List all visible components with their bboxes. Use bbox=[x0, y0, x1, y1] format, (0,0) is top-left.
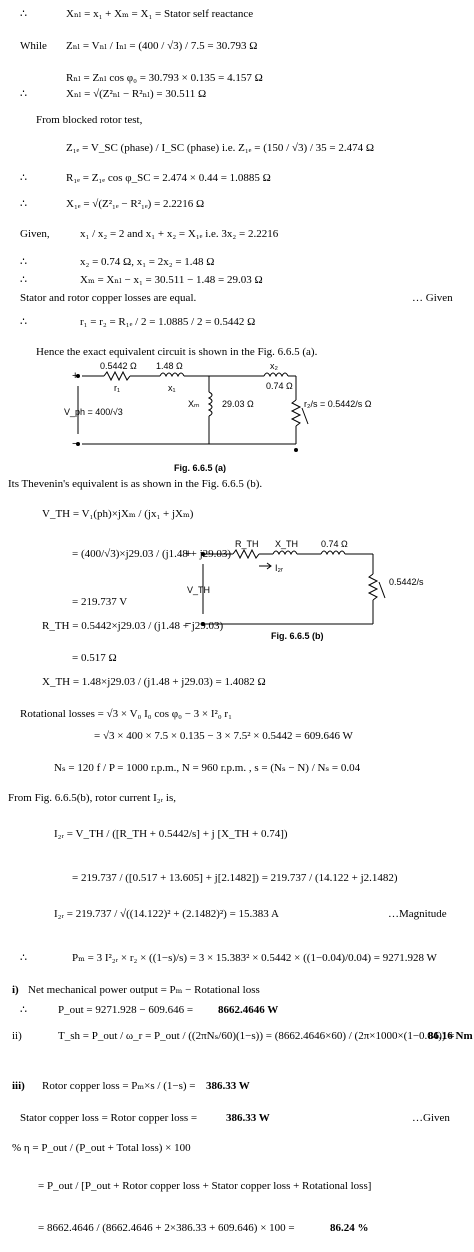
text-line: …Given bbox=[412, 1112, 450, 1124]
text-line: Stator and rotor copper losses are equal… bbox=[20, 292, 197, 304]
text-line: T_sh = P_out / ω_r = P_out / ((2πNₛ/60)(… bbox=[58, 1030, 455, 1042]
text-line: ∴ bbox=[20, 172, 27, 184]
fig-b-vth-label: V_TH bbox=[187, 585, 211, 595]
text-line: P_out = 9271.928 − 609.646 = bbox=[58, 1004, 194, 1016]
fig-b-plus-terminal: + bbox=[185, 548, 192, 560]
text-line: r₁ = r₂ = R₁ₑ / 2 = 1.0885 / 2 = 0.5442 … bbox=[80, 316, 256, 328]
text-line: Net mechanical power output = Pₘ − Rotat… bbox=[28, 984, 260, 996]
text-line: Xₙₗ = √(Z²ₙₗ − R²ₙₗ) = 30.511 Ω bbox=[66, 88, 207, 100]
fig-a-load-label: r₂/s = 0.5442/s Ω bbox=[304, 399, 372, 409]
text-line: = √3 × 400 × 7.5 × 0.135 − 3 × 7.5² × 0.… bbox=[94, 730, 353, 742]
text-line: Pₘ = 3 I²₂ᵣ × r₂ × ((1−s)/s) = 3 × 15.38… bbox=[72, 952, 437, 964]
text-line: = 8662.4646 / (8662.4646 + 2×386.33 + 60… bbox=[38, 1222, 295, 1234]
text-line: = (400/√3)×j29.03 / (j1.48 + j29.03) bbox=[72, 548, 232, 560]
text-line: V_TH = V₁(ph)×jXₘ / (jx₁ + jXₘ) bbox=[42, 508, 194, 520]
text-line: = 219.737 / ([0.517 + 13.605] + j[2.1482… bbox=[72, 872, 398, 884]
text-line: R_TH = 0.5442×j29.03 / (j1.48 + j29.03) bbox=[42, 620, 224, 632]
text-line: ∴ bbox=[20, 1004, 27, 1016]
text-line: From Fig. 6.6.5(b), rotor current I₂ᵣ is… bbox=[8, 792, 176, 804]
bold-result-text: 8662.4646 W bbox=[218, 1004, 279, 1016]
text-line: x₂ = 0.74 Ω, x₁ = 2x₂ = 1.48 Ω bbox=[80, 256, 215, 268]
text-line: …Magnitude bbox=[388, 908, 447, 920]
fig-a-plus-terminal: + bbox=[72, 370, 79, 382]
text-line: From blocked rotor test, bbox=[36, 114, 143, 126]
fig-b-x2-value: 0.74 Ω bbox=[321, 539, 348, 549]
text-line: ∴ bbox=[20, 274, 27, 286]
fig-a-xm-value: 29.03 Ω bbox=[222, 399, 254, 409]
text-line: Hence the exact equivalent circuit is sh… bbox=[36, 346, 318, 358]
text-line: ∴ bbox=[20, 198, 27, 210]
text-line: ∴ bbox=[20, 316, 27, 328]
fig-b-caption: Fig. 6.6.5 (b) bbox=[271, 631, 324, 641]
text-line: ∴ bbox=[20, 256, 27, 268]
text-line: Rotor copper loss = Pₘ×s / (1−s) = bbox=[42, 1080, 196, 1092]
text-line: Its Thevenin's equivalent is as shown in… bbox=[8, 478, 263, 490]
text-line: I₂ᵣ = 219.737 / √((14.122)² + (2.1482)²)… bbox=[54, 908, 279, 920]
text-line: X_TH = 1.48×j29.03 / (j1.48 + j29.03) = … bbox=[42, 676, 266, 688]
fig-a-vph-label: V_ph = 400/√3 bbox=[64, 407, 123, 417]
text-line: Given, bbox=[20, 228, 50, 240]
fig-b-load-label: 0.5442/s bbox=[389, 577, 424, 587]
fig-a-minus-terminal: − bbox=[72, 438, 79, 450]
text-line: Nₛ = 120 f / P = 1000 r.p.m., N = 960 r.… bbox=[54, 762, 361, 774]
text-line: … Given bbox=[412, 292, 453, 304]
fig-b-minus-terminal: − bbox=[185, 618, 192, 630]
text-line: Rₙₗ = Zₙₗ cos φ₀ = 30.793 × 0.135 = 4.15… bbox=[66, 72, 263, 84]
bold-result-text: iii) bbox=[12, 1080, 25, 1092]
fig-a-x1-label: x₁ bbox=[168, 383, 176, 393]
text-line: Rotational losses = √3 × V₀ I₀ cos φ₀ − … bbox=[20, 708, 232, 720]
fig-a-x2-label: x₂ bbox=[270, 361, 278, 371]
text-line: = P_out / [P_out + Rotor copper loss + S… bbox=[38, 1180, 372, 1192]
fig-b-rth-label: R_TH bbox=[235, 539, 259, 549]
bold-result-text: i) bbox=[12, 984, 19, 996]
fig-b-xth-label: X_TH bbox=[275, 539, 299, 549]
text-line: % η = P_out / (P_out + Total loss) × 100 bbox=[12, 1142, 191, 1154]
text-line: Zₙₗ = Vₙₗ / Iₙₗ = (400 / √3) / 7.5 = 30.… bbox=[66, 40, 258, 52]
text-line: Xₙₗ = x₁ + Xₘ = X₁ = Stator self reactan… bbox=[66, 8, 254, 20]
fig-a-x2-value: 0.74 Ω bbox=[266, 381, 293, 391]
equivalent-circuit-figure-a: + − 0.5442 Ω 1.48 Ω r₁ x₁ x₂ 0.74 Ω Xₘ 2… bbox=[64, 358, 372, 478]
fig-a-caption: Fig. 6.6.5 (a) bbox=[174, 463, 227, 473]
text-line: R₁ₑ = Z₁ₑ cos φ_SC = 2.474 × 0.44 = 1.08… bbox=[66, 172, 271, 184]
text-line: Stator copper loss = Rotor copper loss = bbox=[20, 1112, 198, 1124]
fig-a-xm-label: Xₘ bbox=[188, 399, 200, 409]
text-line: = 0.517 Ω bbox=[72, 652, 117, 664]
text-line: I₂ᵣ = V_TH / ([R_TH + 0.5442/s] + j [X_T… bbox=[54, 828, 288, 840]
thevenin-circuit-figure-b: + − R_TH X_TH 0.74 Ω I₂ᵣ V_TH 0.5442/s F… bbox=[175, 530, 455, 645]
fig-a-x1-value: 1.48 Ω bbox=[156, 361, 183, 371]
fig-b-i2r-label: I₂ᵣ bbox=[275, 563, 284, 573]
text-line: ii) bbox=[12, 1030, 22, 1042]
fig-a-r1-value: 0.5442 Ω bbox=[100, 361, 137, 371]
bold-result-text: 86.16 Nm bbox=[428, 1030, 473, 1042]
text-line: Xₘ = Xₙₗ − x₁ = 30.511 − 1.48 = 29.03 Ω bbox=[80, 274, 263, 286]
bold-result-text: 386.33 W bbox=[226, 1112, 270, 1124]
text-line: ∴ bbox=[20, 952, 27, 964]
text-line: = 219.737 V bbox=[72, 596, 128, 608]
fig-a-r1-label: r₁ bbox=[114, 383, 121, 393]
text-line: ∴ bbox=[20, 88, 27, 100]
text-line: x₁ / x₂ = 2 and x₁ + x₂ = X₁ₑ i.e. 3x₂ =… bbox=[80, 228, 279, 240]
text-line: X₁ₑ = √(Z²₁ₑ − R²₁ₑ) = 2.2216 Ω bbox=[66, 198, 205, 210]
bold-result-text: 386.33 W bbox=[206, 1080, 250, 1092]
text-line: While bbox=[20, 40, 47, 52]
text-line: ∴ bbox=[20, 8, 27, 20]
bold-result-text: 86.24 % bbox=[330, 1222, 369, 1234]
text-line: Z₁ₑ = V_SC (phase) / I_SC (phase) i.e. Z… bbox=[66, 142, 375, 154]
